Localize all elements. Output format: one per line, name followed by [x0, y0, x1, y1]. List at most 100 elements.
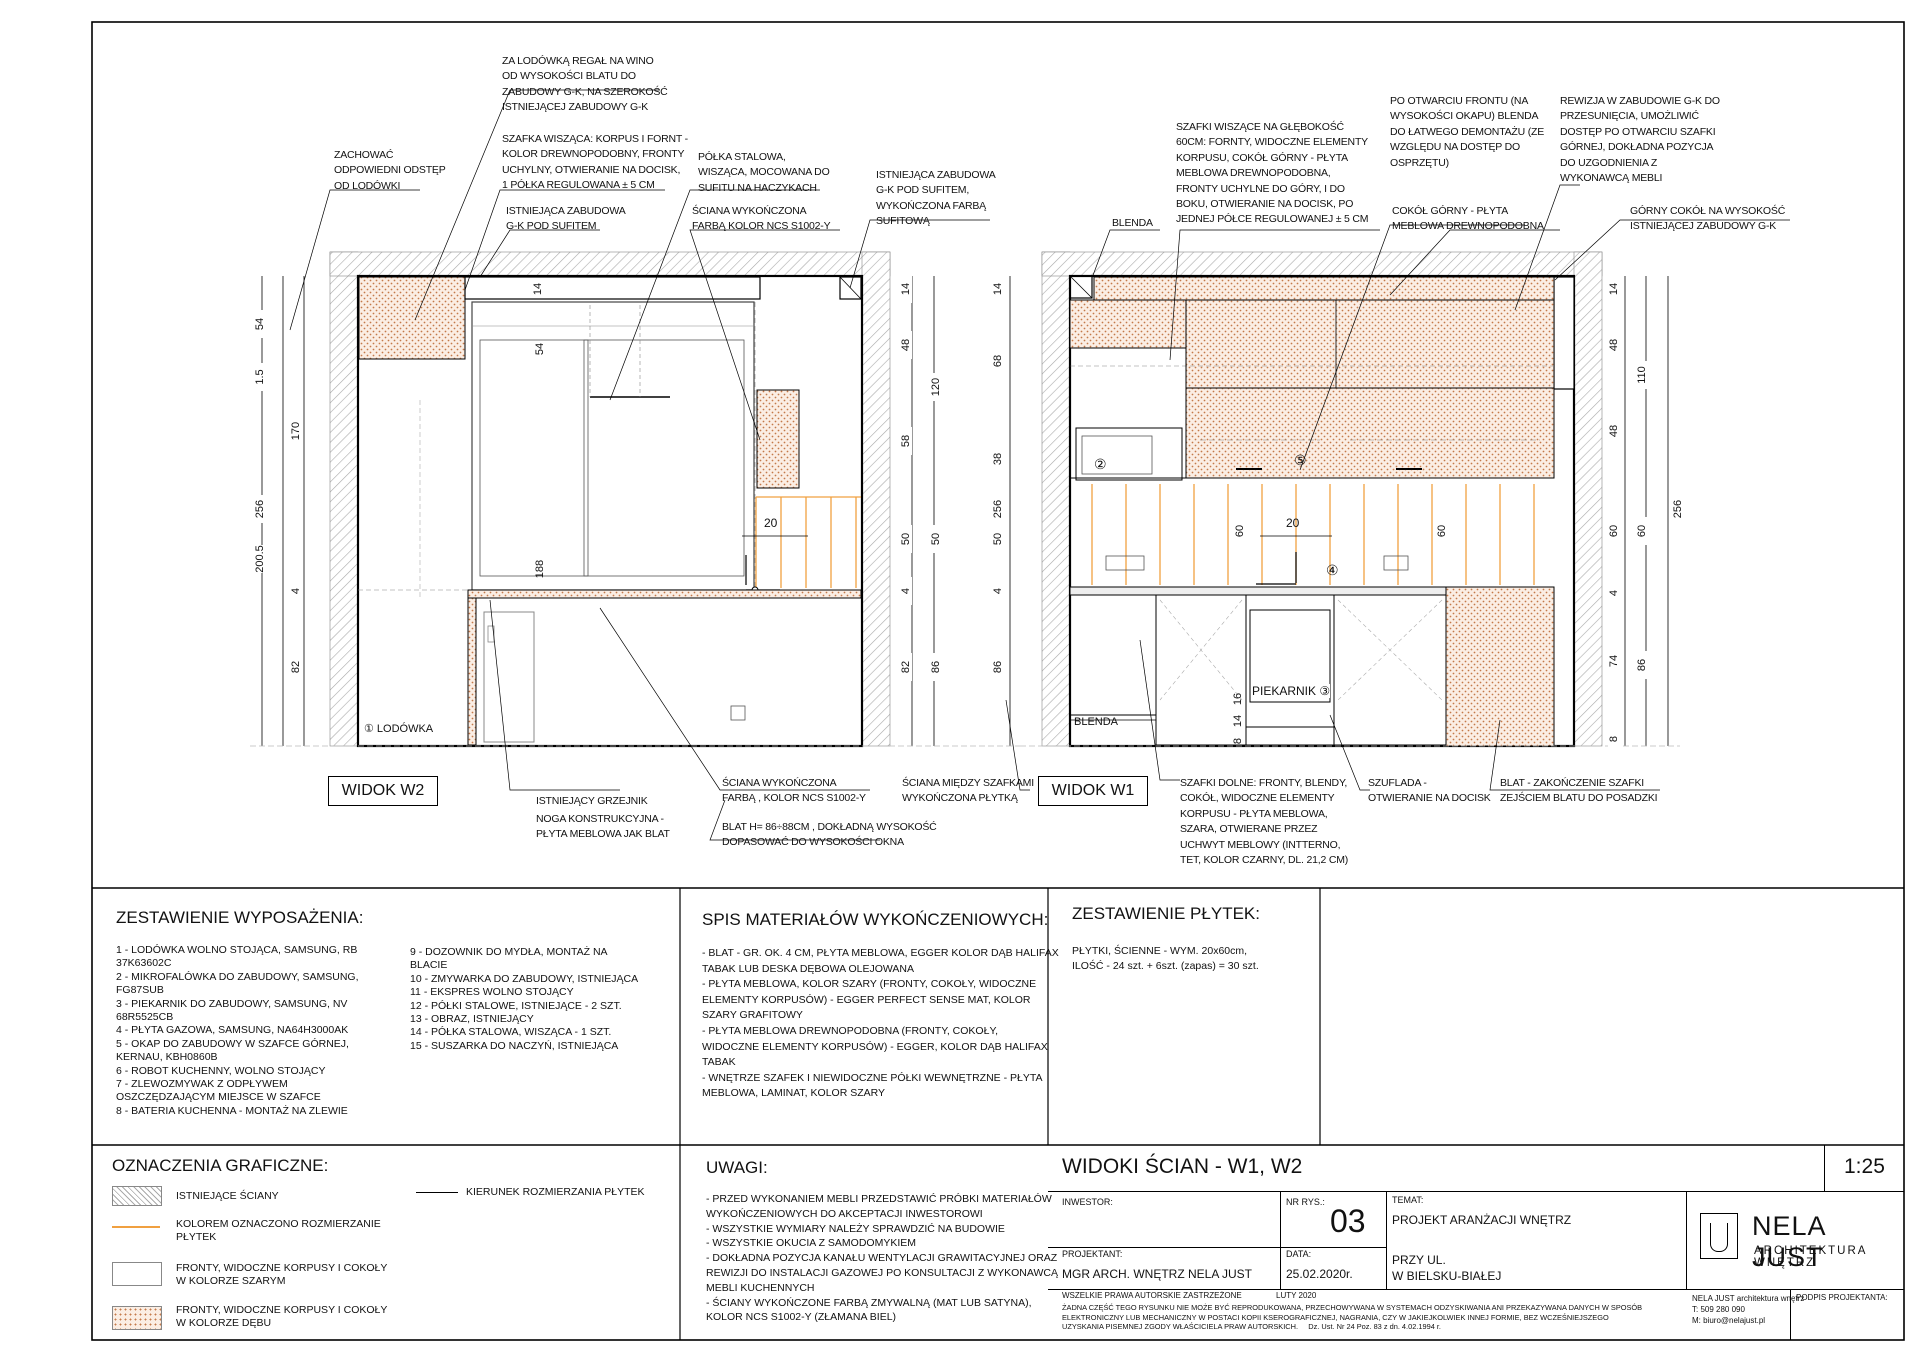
legend-swatch-oak [112, 1306, 162, 1330]
annotation-w2-f: ŚCIANA WYKOŃCZONA FARBĄ KOLOR NCS S1002-… [692, 205, 831, 233]
legend-title: OZNACZENIA GRAFICZNE: [112, 1156, 329, 1175]
marker-5: ⑤ [1294, 452, 1307, 468]
equipment-col1: 1 - LODÓWKA WOLNO STOJĄCA, SAMSUNG, RB 3… [116, 944, 359, 1117]
annotation-w2-sciana: ŚCIANA WYKOŃCZONA FARBĄ , KOLOR NCS S100… [722, 777, 866, 805]
annotation-w-between: ŚCIANA MIĘDZY SZAFKAMI WYKOŃCZONA PŁYTKĄ [902, 777, 1034, 805]
dim-w1-left-4: 4 [992, 577, 1004, 605]
legend-swatch-walls [112, 1186, 162, 1206]
blenda-bottom-label: BLENDA [1074, 716, 1119, 728]
brand-subtitle: ARCHITEKTURA WNĘTRZ [1754, 1245, 1867, 1269]
rights-title: WSZELKIE PRAWA AUTORSKIE ZASTRZEŻONE [1062, 1291, 1242, 1300]
dim-w1-left-1: 68 [992, 347, 1004, 375]
temat-label: TEMAT: [1392, 1195, 1424, 1205]
equipment-title: ZESTAWIENIE WYPOSAŻENIA: [116, 908, 364, 927]
temat-value: PROJEKT ARANŻACJI WNĘTRZ [1392, 1213, 1572, 1227]
annotation-w1-szuflada: SZUFLADA - OTWIERANIE NA DOCISK [1368, 777, 1491, 805]
annotation-w1-a: SZAFKI WISZĄCE NA GŁĘBOKOŚĆ 60CM: FORNTY… [1176, 121, 1369, 226]
view-w2-label: WIDOK W2 [328, 776, 438, 806]
legend-label-1: KOLOREM OZNACZONO ROZMIERZANIE PŁYTEK [176, 1218, 381, 1243]
rights-text: ŻADNA CZĘŚĆ TEGO RYSUNKU NIE MOŻE BYĆ RE… [1062, 1303, 1643, 1332]
dim-w2-right-b-0: 120 [930, 373, 942, 401]
annotation-w1-e: GÓRNY COKÓŁ NA WYSOKOŚĆ ISTNIEJĄCEJ ZABU… [1630, 205, 1786, 233]
dim-w1-right-outer-0: 256 [1672, 495, 1684, 523]
rights-date: LUTY 2020 [1276, 1291, 1317, 1300]
dim-w2-outer-3: 54 [254, 310, 266, 338]
projektant-label: PROJEKTANT: [1062, 1249, 1123, 1259]
leader-lines [289, 89, 1790, 841]
dim-w1-left-6: 256 [992, 495, 1004, 523]
view-w2 [329, 251, 891, 748]
dim-w1-right-a-1: 48 [1608, 331, 1620, 359]
drawing-number: 03 [1330, 1203, 1366, 1239]
tiles-title: ZESTAWIENIE PŁYTEK: [1072, 904, 1260, 923]
dim-w1-left-2: 38 [992, 445, 1004, 473]
projektant-value: MGR ARCH. WNĘTRZ NELA JUST [1062, 1267, 1253, 1281]
dim-w2-inner-2: 82 [290, 653, 302, 681]
fridge-label: ① LODÓWKA [364, 723, 434, 735]
dim-w2-right-a-2: 58 [900, 427, 912, 455]
dim-w2-right-a-0: 14 [900, 275, 912, 303]
dim-w1-inner-0: 60 [1234, 524, 1246, 538]
brand-logo-icon [1700, 1213, 1738, 1259]
dim-w2-inner-0: 170 [290, 417, 302, 445]
annotation-w2-blat: BLAT H= 86÷88CM , DOKŁADNĄ WYSOKOŚĆ DOPA… [722, 821, 937, 849]
materials-list: - BLAT - GR. OK. 4 CM, PŁYTA MEBLOWA, EG… [702, 947, 1059, 1100]
dim-w1-right-a-0: 14 [1608, 275, 1620, 303]
sheet-title: WIDOKI ŚCIAN - W1, W2 [1062, 1155, 1303, 1178]
sheet-scale: 1:25 [1844, 1155, 1885, 1178]
view-w1 [1041, 251, 1603, 748]
sheet-frame [91, 21, 1905, 1341]
dim-w1-right-a-6: 8 [1608, 725, 1620, 753]
annotation-w1-szafki-dolne: SZAFKI DOLNE: FRONTY, BLENDY, COKÓŁ, WID… [1180, 777, 1349, 867]
brand-logo-inner-icon [1710, 1223, 1728, 1252]
dim-w2-outer-1: 200.5 [254, 545, 266, 573]
inwestor-label: INWESTOR: [1062, 1197, 1113, 1207]
legend-label-3: FRONTY, WIDOCZNE KORPUSY I COKOŁY W KOLO… [176, 1304, 388, 1329]
dim-w2-outer-0: 256 [254, 495, 266, 523]
data-label: DATA: [1286, 1249, 1312, 1259]
legend-arrow-icon [416, 1192, 458, 1193]
marker-2: ② [1094, 456, 1107, 472]
annotation-w1-blenda-top: BLENDA [1112, 217, 1153, 229]
dim-w1-right-a-2: 48 [1608, 417, 1620, 445]
dim-w1-right-b-1: 60 [1636, 517, 1648, 545]
address-line2: W BIELSKU-BIAŁEJ [1392, 1269, 1502, 1283]
dim-w1-left-0: 14 [992, 275, 1004, 303]
dim-w2-right-a-3: 50 [900, 525, 912, 553]
contact-info: NELA JUST architektura wnętrz T: 509 280… [1692, 1294, 1805, 1325]
dim-w1-right-a-3: 60 [1608, 517, 1620, 545]
dim-w1-left-3: 50 [992, 525, 1004, 553]
oven-label: PIEKARNIK ③ [1252, 684, 1331, 698]
tiles-list: PŁYTKI, ŚCIENNE - WYM. 20x60cm, ILOŚĆ - … [1072, 945, 1259, 972]
data-value: 25.02.2020r. [1286, 1267, 1353, 1281]
legend-label-2: FRONTY, WIDOCZNE KORPUSY I COKOŁY W KOLO… [176, 1262, 388, 1287]
dim-w1-inner-4: 16 [1232, 692, 1244, 706]
legend-swatch-grey [112, 1262, 162, 1286]
annotation-w2-d: ZACHOWAĆ ODPOWIEDNI ODSTĘP OD LODÓWKI [334, 149, 446, 192]
dim-w2-right-b-2: 86 [930, 653, 942, 681]
annotation-w2-b: SZAFKA WISZĄCA: KORPUS I FORNT - KOLOR D… [502, 133, 688, 192]
annotation-w2-a: ZA LODÓWKĄ REGAŁ NA WINO OD WYSOKOŚCI BL… [502, 55, 668, 114]
titleblock: WIDOKI ŚCIAN - W1, W2 1:25 INWESTOR: NR … [1048, 1145, 1904, 1340]
dim-w1-tile-20: 20 [1286, 516, 1300, 530]
legend-arrow-label: KIERUNEK ROZMIERZANIA PŁYTEK [466, 1186, 645, 1198]
view-w1-label: WIDOK W1 [1038, 776, 1148, 806]
dim-w2-inner-1: 54 [534, 342, 546, 356]
annotation-w1-b: PO OTWARCIU FRONTU (NA WYSOKOŚCI OKAPU) … [1390, 95, 1545, 169]
dim-w2-inner-2: 188 [534, 559, 546, 579]
signature-label: PODPIS PROJEKTANTA: [1796, 1293, 1888, 1302]
dim-w2-inner-0: 14 [532, 282, 544, 296]
address-line1: PRZY UL. [1392, 1253, 1446, 1267]
annotation-w1-blat: BLAT - ZAKOŃCZENIE SZAFKI ZEJŚCIEM BLATU… [1500, 777, 1658, 805]
dim-w2-inner-1: 4 [290, 577, 302, 605]
brand-name: NELA JUST [1752, 1211, 1826, 1272]
dim-w2-right-a-5: 82 [900, 653, 912, 681]
annotation-w2-grzejnik: ISTNIEJĄCY GRZEJNIK [536, 795, 648, 807]
annotation-w1-c: COKÓŁ GÓRNY - PŁYTA MEBLOWA DREWNOPODOBN… [1392, 205, 1544, 233]
dim-w1-right-b-2: 86 [1636, 651, 1648, 679]
legend-label-0: ISTNIEJĄCE ŚCIANY [176, 1190, 279, 1202]
dim-w2-outer-2: 1.5 [254, 363, 266, 391]
annotation-w2-c: ISTNIEJĄCA ZABUDOWA G-K POD SUFITEM [506, 205, 626, 233]
